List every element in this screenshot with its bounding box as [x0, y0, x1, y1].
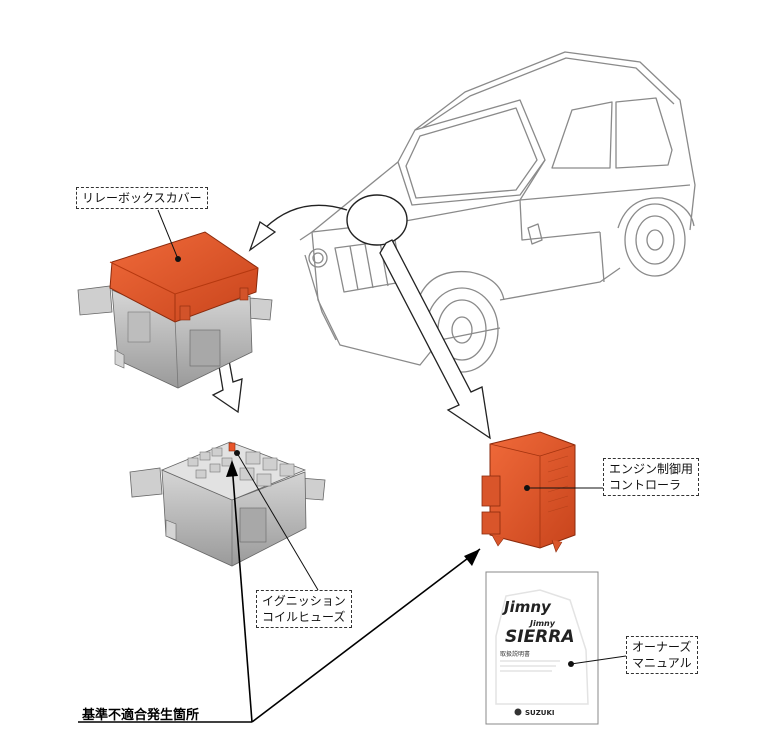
engine-controller-label: エンジン制御用 コントローラ	[603, 458, 700, 496]
relay-box-cover-text: リレーボックスカバー	[82, 191, 202, 205]
relay-box-cover-part	[109, 231, 259, 323]
manual-title-jimny: Jimny	[501, 598, 552, 616]
engine-controller-line2: コントローラ	[609, 478, 682, 492]
suzuki-logo-icon	[514, 708, 522, 716]
manual-subtitle: 取扱説明書	[500, 650, 530, 658]
manual-leader-line	[570, 655, 627, 665]
engine-controller-unit	[481, 431, 576, 553]
owners-manual-line1: オーナーズ	[632, 640, 692, 654]
ignition-coil-fuse-label: イグニッション コイルヒューズ	[256, 590, 352, 628]
ignition-coil-fuse-part	[228, 442, 236, 452]
nonconformity-location-label: 基準不適合発生箇所	[82, 708, 200, 723]
manual-title-jimny-small: Jimny	[528, 619, 556, 628]
manual-title-sierra: SIERRA	[505, 627, 575, 647]
engine-bay-highlight-circle	[346, 194, 408, 246]
relay-box-with-cover	[77, 231, 273, 389]
fuse-leader-line	[236, 452, 319, 591]
curved-arrow-to-relay-box	[248, 204, 348, 252]
ignition-coil-fuse-line2: コイルヒューズ	[262, 610, 346, 624]
owners-manual-booklet: Jimny Jimny SIERRA 取扱説明書 SUZUKI	[485, 571, 599, 725]
relay-box-cover-label: リレーボックスカバー	[76, 187, 208, 209]
engine-controller-line1: エンジン制御用	[609, 462, 694, 476]
ignition-coil-fuse-line1: イグニッション	[262, 594, 346, 608]
arrow-to-engine-controller	[379, 239, 491, 440]
relay-box-opened	[129, 441, 326, 567]
relay-cover-leader-line	[157, 209, 179, 260]
owners-manual-line2: マニュアル	[632, 656, 692, 670]
manual-brand: SUZUKI	[525, 709, 555, 717]
nonconformity-arrows	[78, 460, 481, 723]
vehicle-outline-drawing	[299, 51, 696, 373]
owners-manual-label: オーナーズ マニュアル	[626, 636, 698, 674]
